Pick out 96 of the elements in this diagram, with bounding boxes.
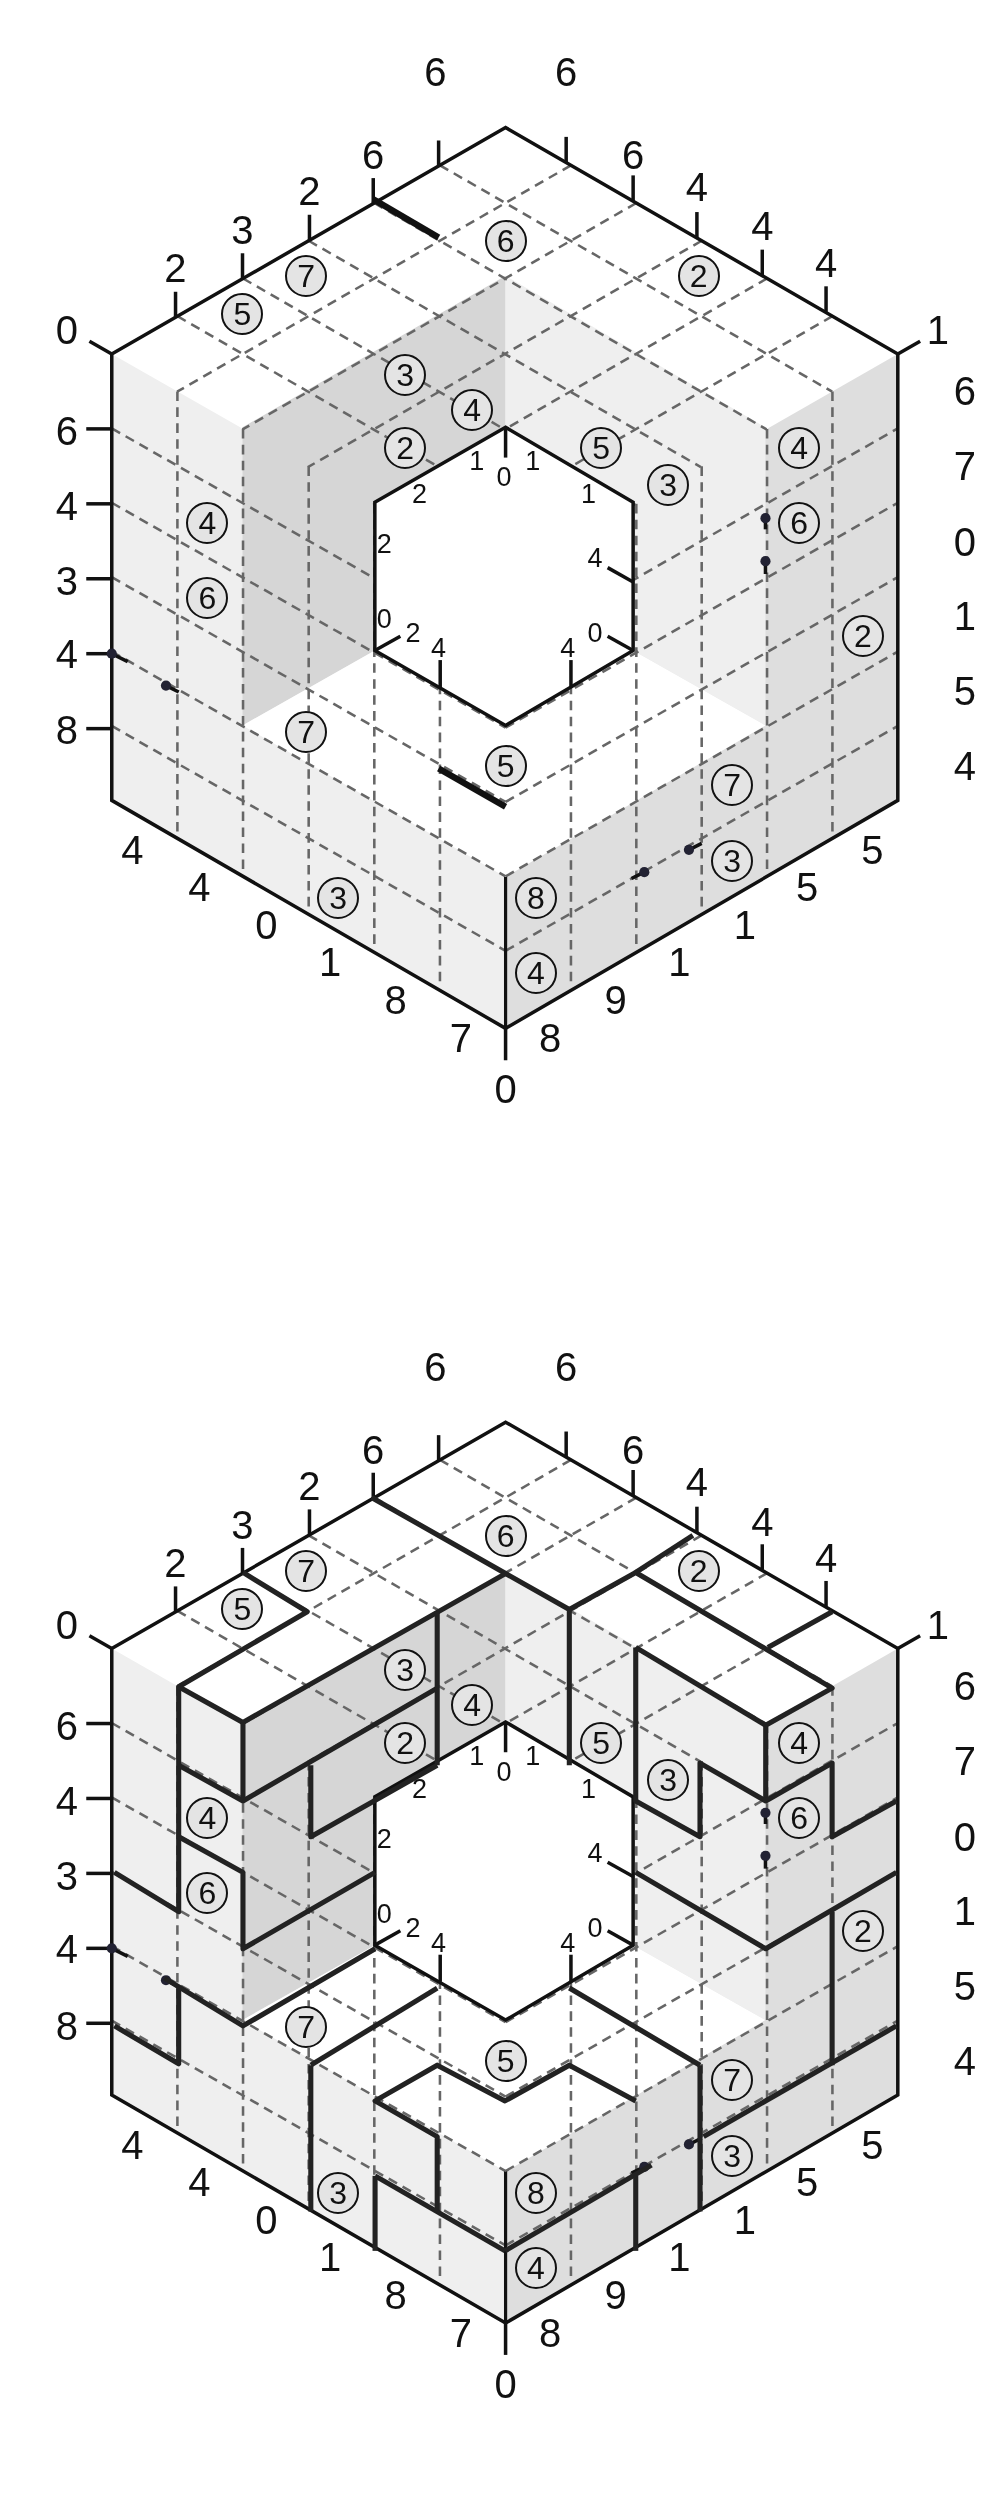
inner-edge-number: 4 <box>587 544 603 572</box>
edge-number: 2 <box>164 1543 187 1583</box>
edge-number: 1 <box>319 2236 342 2277</box>
edge-number: 6 <box>424 1346 447 1387</box>
edge-number: 1 <box>319 941 342 982</box>
edge-number: 9 <box>604 2275 627 2316</box>
edge-number: 4 <box>685 166 709 207</box>
edge-number: 4 <box>953 2040 977 2081</box>
inner-edge-number: 0 <box>376 1900 392 1928</box>
edge-number: 4 <box>55 485 79 526</box>
inner-edge-number: 1 <box>525 1742 541 1770</box>
edge-number: 4 <box>55 633 79 674</box>
edge-number: 4 <box>188 866 211 907</box>
inner-edge-number: 4 <box>560 1929 576 1957</box>
edge-number: 7 <box>449 1018 473 1059</box>
edge-number: 4 <box>685 1461 709 1502</box>
edge-number: 4 <box>751 1501 774 1542</box>
inner-edge-number: 1 <box>581 480 597 508</box>
inner-edge-number: 0 <box>496 1758 512 1786</box>
edge-number: 5 <box>953 670 977 711</box>
inner-edge-number: 1 <box>525 447 541 475</box>
edge-number: 6 <box>555 1346 578 1387</box>
inner-edge-number: 1 <box>581 1775 597 1803</box>
edge-number: 6 <box>55 410 79 451</box>
edge-number: 3 <box>231 1504 254 1545</box>
inner-edge-number: 0 <box>376 605 392 633</box>
edge-number: 0 <box>494 1069 517 1110</box>
edge-number: 0 <box>55 310 79 351</box>
edge-number: 1 <box>926 1605 949 1646</box>
edge-number: 1 <box>953 1890 977 1931</box>
edge-number: 3 <box>55 560 79 601</box>
edge-number: 8 <box>384 2275 407 2316</box>
edge-number: 6 <box>362 1429 385 1470</box>
edge-number: 6 <box>55 1705 79 1746</box>
inner-edge-number: 2 <box>405 619 421 647</box>
edge-number: 6 <box>953 370 977 411</box>
edge-number: 3 <box>231 209 254 250</box>
edge-number: 6 <box>622 134 645 175</box>
edge-number: 8 <box>539 2313 562 2354</box>
edge-number: 3 <box>55 1855 79 1896</box>
edge-number: 8 <box>384 980 407 1020</box>
edge-number: 2 <box>298 1466 321 1507</box>
edge-number: 8 <box>539 1018 562 1059</box>
edge-number: 4 <box>188 2161 211 2202</box>
edge-number: 6 <box>622 1429 645 1470</box>
edge-number: 6 <box>424 51 447 92</box>
edge-number: 1 <box>733 2200 756 2241</box>
edge-number: 1 <box>953 595 977 636</box>
edge-number: 8 <box>55 2005 79 2046</box>
edge-number: 1 <box>926 310 949 351</box>
edge-number: 5 <box>795 866 819 907</box>
edge-number: 4 <box>751 206 774 247</box>
inner-edge-number: 2 <box>405 1914 421 1942</box>
edge-number: 4 <box>121 2125 144 2166</box>
edge-number: 0 <box>953 1817 977 1858</box>
inner-edge-number: 4 <box>587 1839 603 1867</box>
inner-edge-number: 1 <box>469 1742 485 1770</box>
edge-number: 7 <box>953 445 977 486</box>
edge-number: 5 <box>795 2161 819 2202</box>
inner-edge-number: 1 <box>469 447 485 475</box>
edge-number: 2 <box>298 171 321 212</box>
edge-number: 5 <box>861 2125 884 2166</box>
edge-number: 2 <box>164 247 187 288</box>
edge-number: 5 <box>953 1965 977 2006</box>
inner-edge-number: 2 <box>411 1775 427 1803</box>
edge-number: 9 <box>604 980 627 1020</box>
edge-number: 6 <box>362 134 385 175</box>
edge-number: 6 <box>953 1665 977 1706</box>
edge-number: 1 <box>668 941 691 982</box>
inner-edge-number: 0 <box>587 619 603 647</box>
inner-edge-number: 2 <box>411 480 427 508</box>
inner-edge-number: 4 <box>560 634 576 661</box>
edge-number: 8 <box>55 710 79 751</box>
inner-edge-number: 4 <box>431 634 447 661</box>
edge-number: 4 <box>815 1538 838 1579</box>
inner-edge-number: 0 <box>496 463 512 491</box>
inner-edge-number: 4 <box>431 1929 447 1957</box>
edge-number: 4 <box>121 830 144 871</box>
edge-number: 0 <box>55 1605 79 1646</box>
inner-edge-number: 0 <box>587 1914 603 1942</box>
edge-number: 0 <box>494 2364 517 2405</box>
edge-number: 0 <box>255 905 278 946</box>
edge-number: 4 <box>55 1780 79 1821</box>
edge-number: 7 <box>449 2313 473 2354</box>
edge-number: 4 <box>953 745 977 786</box>
edge-number: 5 <box>861 830 884 871</box>
edge-number: 6 <box>555 51 578 92</box>
edge-number: 4 <box>55 1928 79 1969</box>
edge-number: 1 <box>733 905 756 946</box>
inner-edge-number: 2 <box>376 530 392 558</box>
inner-edge-number: 2 <box>376 1825 392 1853</box>
edge-number: 4 <box>815 243 838 284</box>
edge-number: 7 <box>953 1740 977 1781</box>
edge-number: 1 <box>668 2236 691 2277</box>
edge-number: 0 <box>255 2200 278 2241</box>
edge-number: 0 <box>953 522 977 563</box>
